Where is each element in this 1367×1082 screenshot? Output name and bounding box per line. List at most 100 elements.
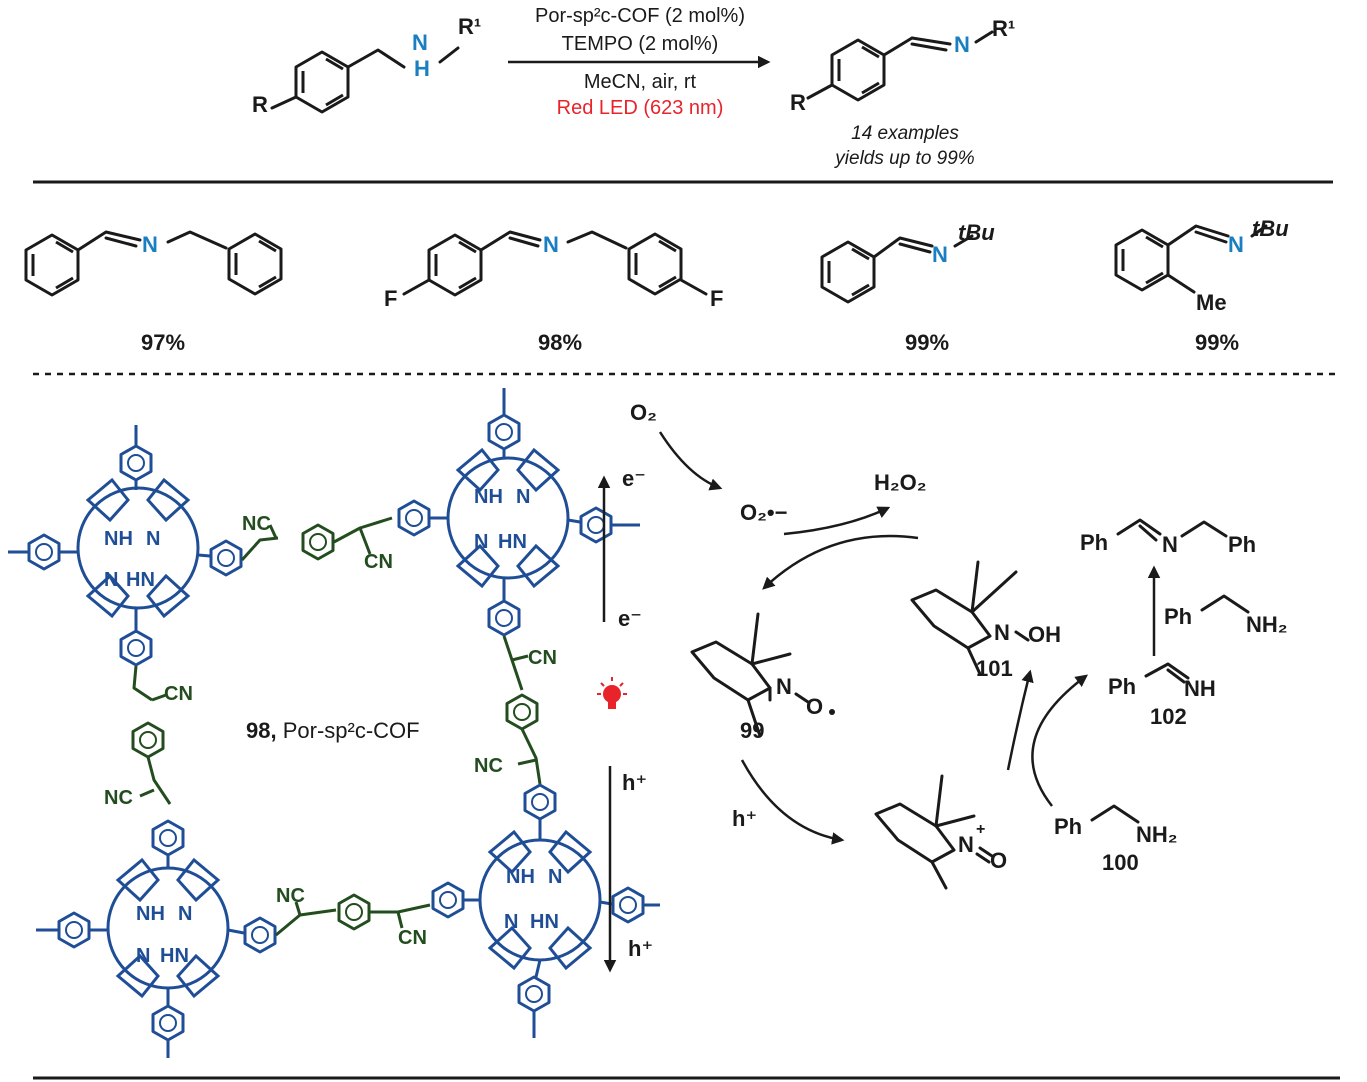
final-product: Ph N Ph [1080,518,1256,557]
example-3-yield: 99% [905,330,949,355]
linker-bottom-nc: NC [276,885,305,907]
product-imine: R N R¹ [790,16,1015,115]
benzylamine-100: Ph NH₂ 100 [1054,804,1178,875]
amine-number: 100 [1102,850,1139,875]
porph-bl-n: N [178,903,192,925]
product-r-label: R [790,90,806,115]
cof-label-name: Por-sp²c-COF [283,718,420,743]
porph-tl-hn: HN [126,569,155,591]
linker-top: NC CN [240,513,393,573]
oxoammonium-o: O [990,848,1007,873]
porphyrin-bottom-right: NH N N HN [431,783,660,1038]
cof-label-number: 98, [246,718,277,743]
porph-tr-hn: HN [498,531,527,553]
linker-right-cn: CN [528,647,557,669]
oxoammonium: N + O [874,774,1007,890]
example-1-n: N [142,232,158,257]
imine-102: Ph NH 102 [1108,662,1216,729]
yield-note: yields up to 99% [833,148,975,169]
example-2-f2: F [710,286,723,311]
tempo-radical: N O 99 [690,612,835,743]
cof-label: 98, Por-sp²c-COF [246,718,420,743]
amine2-ph: Ph [1164,604,1192,629]
example-4-n: N [1228,232,1244,257]
linker-left-cn: CN [164,683,193,705]
reactant-amine: R N H R¹ [252,14,481,117]
peroxide-label: H₂O₂ [874,470,927,495]
amine-ph: Ph [1054,814,1082,839]
oxoammonium-n: N [958,832,974,857]
example-3: N tBu 99% [820,220,995,355]
peroxide-arrow [783,506,891,536]
linker-top-cn: CN [364,551,393,573]
example-4: N tBu Me 99% [1114,216,1289,355]
linker-right: CN NC [474,635,557,785]
linker-top-nc: NC [242,513,271,535]
tempo-o: O [806,694,823,719]
example-4-yield: 99% [1195,330,1239,355]
linker-bottom-cn: CN [398,927,427,949]
amine-oxidation-arrow [1031,674,1089,807]
example-4-me: Me [1196,290,1227,315]
porph-tl-n: N [146,528,160,550]
example-1: N 97% [24,230,283,355]
superoxide-label: O₂•− [740,500,787,525]
imine-ph: Ph [1108,674,1136,699]
porph-br-nh: NH [506,866,535,888]
product-ph2: Ph [1228,532,1256,557]
tempo-text: TEMPO (2 mol%) [562,33,719,55]
regeneration-arrow [762,534,919,590]
porphyrin-top-right: NH N N HN [397,388,640,637]
hydroxylamine-number: 101 [976,656,1013,681]
oxygen-arrow [658,431,723,491]
porph-br-n: N [548,866,562,888]
reactant-r-label: R [252,92,268,117]
scope-note: 14 examples [851,123,959,144]
example-2-n: N [543,232,559,257]
light-bulb-icon [597,677,627,709]
oxoammonium-charge: + [976,821,985,838]
hole-label-bottom: h⁺ [628,936,653,961]
imine-number: 102 [1150,704,1187,729]
porph-tl-n2: N [104,569,118,591]
hydroxylamine-oh: OH [1028,622,1061,647]
porphyrin-top-left: NH N N HN [8,425,243,667]
oxygen-label: O₂ [630,400,657,425]
light-text: Red LED (623 nm) [557,97,724,119]
porph-bl-nh: NH [136,903,165,925]
electron-label-bottom: e⁻ [618,606,642,631]
solvent-text: MeCN, air, rt [584,71,697,93]
product-r1-label: R¹ [992,16,1015,41]
electron-label-top: e⁻ [622,466,646,491]
porph-bl-n2: N [136,945,150,967]
porph-tl-nh: NH [104,528,133,550]
hole-label-top: h⁺ [622,770,647,795]
example-2: N F F 98% [384,230,723,355]
product-n: N [1162,532,1178,557]
example-4-tbu: tBu [1252,216,1289,241]
example-3-tbu: tBu [958,220,995,245]
porphyrin-bottom-left: NH N N HN [36,819,277,1058]
cof-structure: NH N N HN NH N N HN [8,388,660,1058]
reactant-n-label: N [412,30,428,55]
porph-br-n2: N [504,911,518,933]
oxidation-arrow [740,759,845,845]
hydroxylamine: N OH 101 [910,560,1061,681]
tempo-number: 99 [740,718,764,743]
product-n-label: N [954,32,970,57]
imine-nh: NH [1184,676,1216,701]
linker-bottom: NC CN [275,885,431,949]
linker-left-nc: NC [104,787,133,809]
catalyst-text: Por-sp²c-COF (2 mol%) [535,5,745,27]
amine2-nh2: NH₂ [1246,612,1288,637]
hole-label-mechanism: h⁺ [732,806,757,831]
product-ph1: Ph [1080,530,1108,555]
example-2-yield: 98% [538,330,582,355]
hydroxylamine-n: N [994,620,1010,645]
example-1-yield: 97% [141,330,185,355]
porph-tr-n2: N [474,531,488,553]
amine-nh2: NH₂ [1136,822,1178,847]
reactant-r1-label: R¹ [458,14,481,39]
benzylamine-reagent: Ph NH₂ [1164,594,1288,637]
